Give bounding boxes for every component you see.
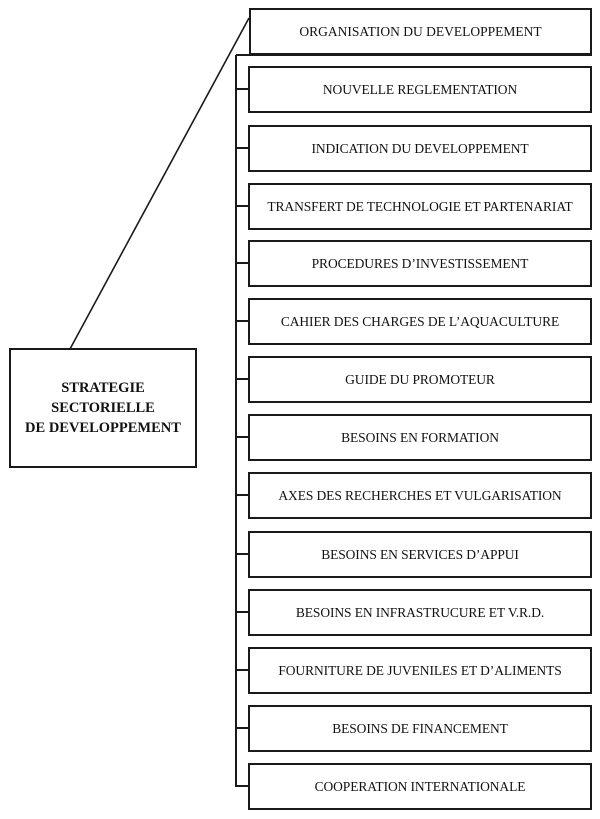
child-node: INDICATION DU DEVELOPPEMENT bbox=[248, 125, 592, 172]
child-node-label: NOUVELLE REGLEMENTATION bbox=[322, 81, 518, 97]
root-node-strategie-sectorielle: STRATEGIE SECTORIELLE DE DEVELOPPEMENT bbox=[9, 348, 197, 468]
child-node-label: INDICATION DU DEVELOPPEMENT bbox=[311, 140, 529, 156]
child-node-label: BESOINS EN INFRASTRUCURE ET V.R.D. bbox=[295, 604, 545, 620]
child-node-label: FOURNITURE DE JUVENILES ET D’ALIMENTS bbox=[278, 662, 562, 678]
child-node-label: TRANSFERT DE TECHNOLOGIE ET PARTENARIAT bbox=[267, 198, 573, 214]
child-node-label: PROCEDURES D’INVESTISSEMENT bbox=[311, 255, 529, 271]
child-node: NOUVELLE REGLEMENTATION bbox=[248, 66, 592, 113]
child-node: TRANSFERT DE TECHNOLOGIE ET PARTENARIAT bbox=[248, 183, 592, 230]
child-node-label: CAHIER DES CHARGES DE L’AQUACULTURE bbox=[280, 313, 560, 329]
child-node: PROCEDURES D’INVESTISSEMENT bbox=[248, 240, 592, 287]
child-node-label: BESOINS EN SERVICES D’APPUI bbox=[321, 546, 519, 562]
child-node-label: AXES DES RECHERCHES ET VULGARISATION bbox=[278, 487, 562, 503]
root-node-line-2: SECTORIELLE bbox=[51, 400, 155, 416]
root-node-line-1: STRATEGIE bbox=[61, 380, 145, 396]
child-node: FOURNITURE DE JUVENILES ET D’ALIMENTS bbox=[248, 647, 592, 694]
node-organisation-du-developpement: ORGANISATION DU DEVELOPPEMENT bbox=[249, 8, 592, 55]
child-node: BESOINS DE FINANCEMENT bbox=[248, 705, 592, 752]
child-node-label: COOPERATION INTERNATIONALE bbox=[314, 778, 526, 794]
child-node: AXES DES RECHERCHES ET VULGARISATION bbox=[248, 472, 592, 519]
root-node-line-3: DE DEVELOPPEMENT bbox=[25, 420, 181, 436]
child-node: BESOINS EN FORMATION bbox=[248, 414, 592, 461]
node-label: ORGANISATION DU DEVELOPPEMENT bbox=[299, 23, 542, 39]
child-node-label: BESOINS EN FORMATION bbox=[341, 429, 499, 445]
child-node: BESOINS EN INFRASTRUCURE ET V.R.D. bbox=[248, 589, 592, 636]
child-node-label: GUIDE DU PROMOTEUR bbox=[345, 371, 495, 387]
child-node: CAHIER DES CHARGES DE L’AQUACULTURE bbox=[248, 298, 592, 345]
child-node: COOPERATION INTERNATIONALE bbox=[248, 763, 592, 810]
child-node: GUIDE DU PROMOTEUR bbox=[248, 356, 592, 403]
child-node-label: BESOINS DE FINANCEMENT bbox=[332, 720, 508, 736]
root-to-top-connector bbox=[69, 17, 250, 350]
child-node: BESOINS EN SERVICES D’APPUI bbox=[248, 531, 592, 578]
